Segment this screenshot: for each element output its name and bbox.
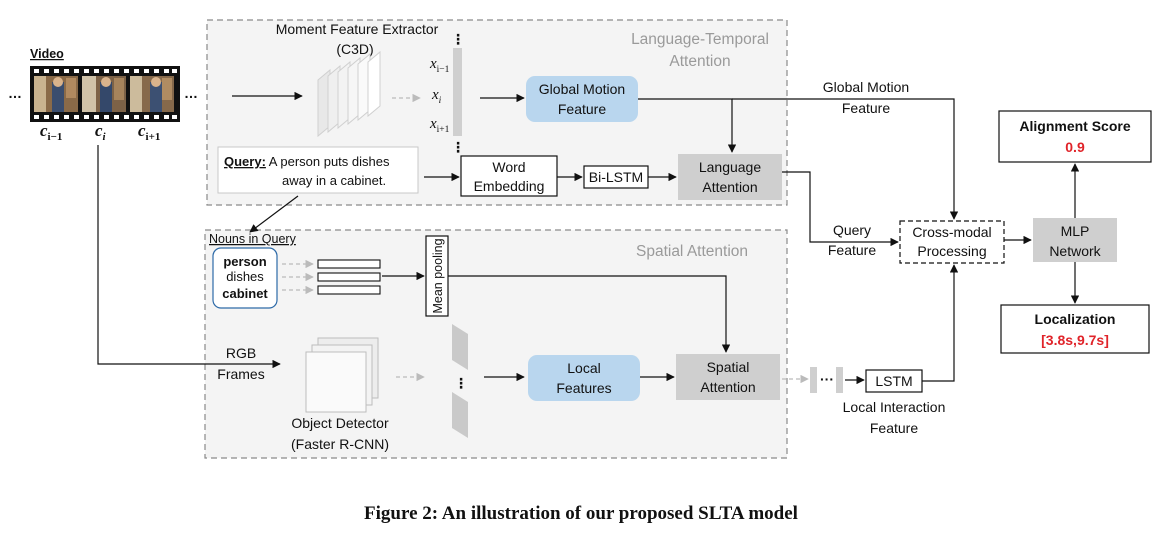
lt-title-line1: Language-Temporal (631, 31, 769, 48)
nouns-in-query-label: Nouns in Query (209, 232, 297, 246)
noun-cabinet: cabinet (222, 286, 268, 301)
local-interaction-label-line1: Local Interaction (843, 399, 946, 415)
figure-caption: Figure 2: An illustration of our propose… (364, 503, 798, 524)
local-features-line2: Features (556, 380, 611, 396)
feature-x-next: xi+1 (429, 116, 450, 135)
clip-next-label: ci+1 (138, 121, 160, 143)
lstm-to-crossmodal-arrow (922, 264, 959, 382)
video-filmstrip (30, 66, 180, 122)
noun-person: person (223, 254, 266, 269)
spatial-region (204, 229, 788, 459)
region-feature-maps (452, 324, 468, 438)
clip-to-rgb-arrow (97, 145, 281, 369)
bilstm-label: Bi-LSTM (589, 169, 643, 185)
noun-embed-1 (317, 259, 381, 269)
global-motion-to-crossmodal-arrow (732, 98, 959, 220)
query-to-nouns-arrow (249, 195, 299, 233)
sequence-feature-1 (810, 367, 817, 393)
video-frame-1 (34, 76, 78, 112)
alignment-score-title: Alignment Score (1019, 118, 1130, 134)
nouns-box (212, 247, 278, 309)
mlp-line2: Network (1049, 243, 1101, 259)
language-attention-to-crossmodal-arrow (782, 171, 899, 247)
c3d-feature-maps (317, 50, 381, 138)
feature-x-prev: xi−1 (429, 56, 450, 75)
crossmodal-line1: Cross-modal (912, 224, 991, 240)
global-motion-box-line2: Feature (558, 101, 606, 117)
rgb-label-line1: RGB (226, 345, 256, 361)
word-embedding-line2: Embedding (474, 178, 545, 194)
feature-x-cur: xi (431, 87, 442, 106)
language-attention-box (678, 154, 782, 200)
query-box (217, 146, 419, 194)
language-attention-line2: Attention (702, 179, 757, 195)
global-motion-feature-box (526, 76, 638, 122)
sequence-dots: ··· (820, 371, 834, 387)
query-text-line2: away in a cabinet. (282, 173, 386, 188)
global-motion-label-line1: Global Motion (823, 79, 909, 95)
lstm-label: LSTM (875, 373, 912, 389)
video-frame-3 (130, 76, 174, 112)
detector-label-line2: (Faster R-CNN) (291, 436, 389, 452)
spatial-attention-line1: Spatial (707, 359, 750, 375)
word-embedding-line1: Word (492, 159, 525, 175)
crossmodal-line2: Processing (917, 243, 986, 259)
query-feature-label-line1: Query (833, 222, 871, 238)
language-attention-line1: Language (699, 159, 762, 175)
global-motion-box-line1: Global Motion (539, 81, 625, 97)
region-vdots: ⋮ (454, 375, 468, 391)
extractor-title-line2: (C3D) (336, 41, 373, 57)
spatial-attention-box (676, 354, 780, 400)
alignment-score-box (998, 110, 1152, 163)
mean-pooling-to-spatial-attention-arrow (448, 275, 731, 353)
rgb-frame-stack (305, 337, 379, 413)
feature-vdots-bottom: ⋮ (451, 139, 465, 155)
clip-prev-label: ci−1 (40, 121, 62, 143)
localization-value: [3.8s,9.7s] (1041, 332, 1109, 348)
local-interaction-label-line2: Feature (870, 420, 918, 436)
crossmodal-processing-box (899, 220, 1005, 264)
spatial-title: Spatial Attention (636, 243, 748, 260)
local-features-box (528, 355, 640, 401)
clip-cur-label: ci (95, 121, 107, 143)
spatial-attention-line2: Attention (700, 379, 755, 395)
feature-vdots-top: ⋮ (451, 31, 465, 47)
lt-title-line2: Attention (669, 53, 730, 70)
noun-embed-2 (317, 272, 381, 282)
localization-title: Localization (1035, 311, 1116, 327)
noun-dishes: dishes (226, 269, 264, 284)
global-motion-label-line2: Feature (842, 100, 890, 116)
mlp-line1: MLP (1061, 223, 1090, 239)
noun-embed-3 (317, 285, 381, 295)
mlp-network-box (1033, 218, 1117, 262)
extractor-title-line1: Moment Feature Extractor (276, 21, 439, 37)
video-frame-2 (82, 76, 126, 112)
word-embedding-box (460, 155, 558, 197)
query-text-line1: Query: A person puts dishes (224, 154, 390, 169)
video-ellipsis-right: … (184, 85, 198, 101)
local-features-line1: Local (567, 360, 600, 376)
detector-label-line1: Object Detector (291, 415, 389, 431)
query-feature-label-line2: Feature (828, 242, 876, 258)
moment-feature-column (453, 48, 462, 136)
mean-pooling-label: Mean pooling (431, 238, 445, 313)
video-label: Video (30, 47, 64, 61)
alignment-score-value: 0.9 (1065, 139, 1085, 155)
rgb-label-line2: Frames (217, 366, 264, 382)
video-ellipsis-left: … (8, 85, 22, 101)
localization-box (1000, 304, 1150, 354)
sequence-feature-2 (836, 367, 843, 393)
